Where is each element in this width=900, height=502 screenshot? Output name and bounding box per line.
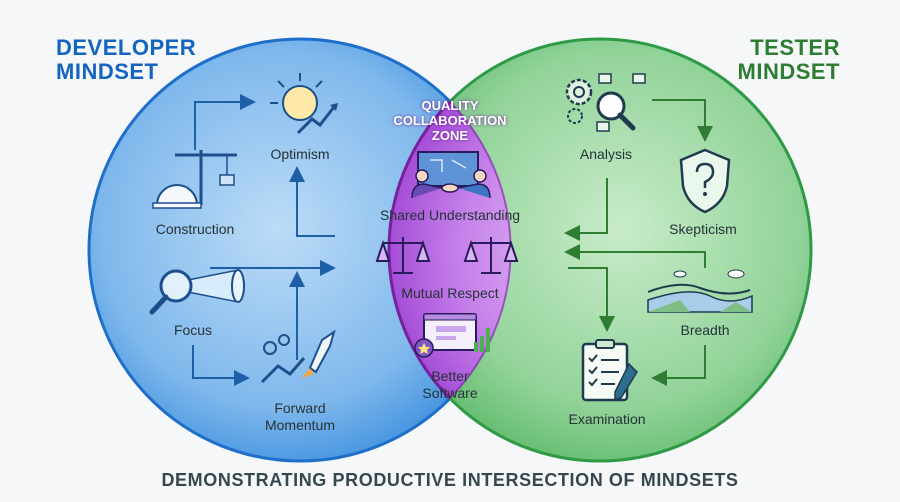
developer-flow-arrows [192,94,336,386]
zone-title-line-2: COLLABORATION [393,113,507,128]
tester-flow-arrows [564,99,713,386]
breadth-label: Breadth [680,322,730,338]
mutual-respect-label: Mutual Respect [401,285,499,301]
skepticism-label: Skepticism [669,221,737,237]
shield-question-icon [679,148,731,214]
clipboard-checklist-icon [581,339,638,402]
forward-momentum-label: Forward Momentum [265,400,335,434]
balance-scales-icon [375,237,519,274]
better-software-line-1: Better [431,368,469,384]
better-software-label: Better Software [422,368,477,402]
sun-icon [270,73,338,135]
construction-label: Construction [155,221,235,237]
zone-title-line-1: QUALITY [421,98,479,113]
gears-flowchart-icon [565,73,646,132]
landscape-icon [647,269,753,313]
shared-understanding-label: Shared Understanding [379,207,521,223]
forward-momentum-line-2: Momentum [264,417,336,433]
handshake-blueprint-icon [411,151,491,199]
rocket-icon [260,329,336,384]
hardhat-crane-icon [152,150,237,209]
focus-label: Focus [173,322,213,338]
software-award-icon [414,313,490,358]
developer-title-line-2: MINDSET [56,59,159,84]
tester-mindset-title: TESTER MINDSET [738,36,841,84]
optimism-label: Optimism [270,146,330,162]
better-software-line-2: Software [422,385,478,401]
footer-caption: DEMONSTRATING PRODUCTIVE INTERSECTION OF… [161,470,739,490]
zone-title-line-3: ZONE [431,128,469,143]
collaboration-zone-title: QUALITY COLLABORATION ZONE [393,98,506,143]
examination-label: Examination [568,411,646,427]
developer-mindset-title: DEVELOPER MINDSET [56,36,196,84]
tester-title-line-2: MINDSET [737,59,840,84]
tester-title-line-1: TESTER [750,35,840,60]
analysis-label: Analysis [579,146,633,162]
magnifier-spotlight-icon [149,269,245,315]
forward-momentum-line-1: Forward [274,400,326,416]
developer-title-line-1: DEVELOPER [56,35,197,60]
